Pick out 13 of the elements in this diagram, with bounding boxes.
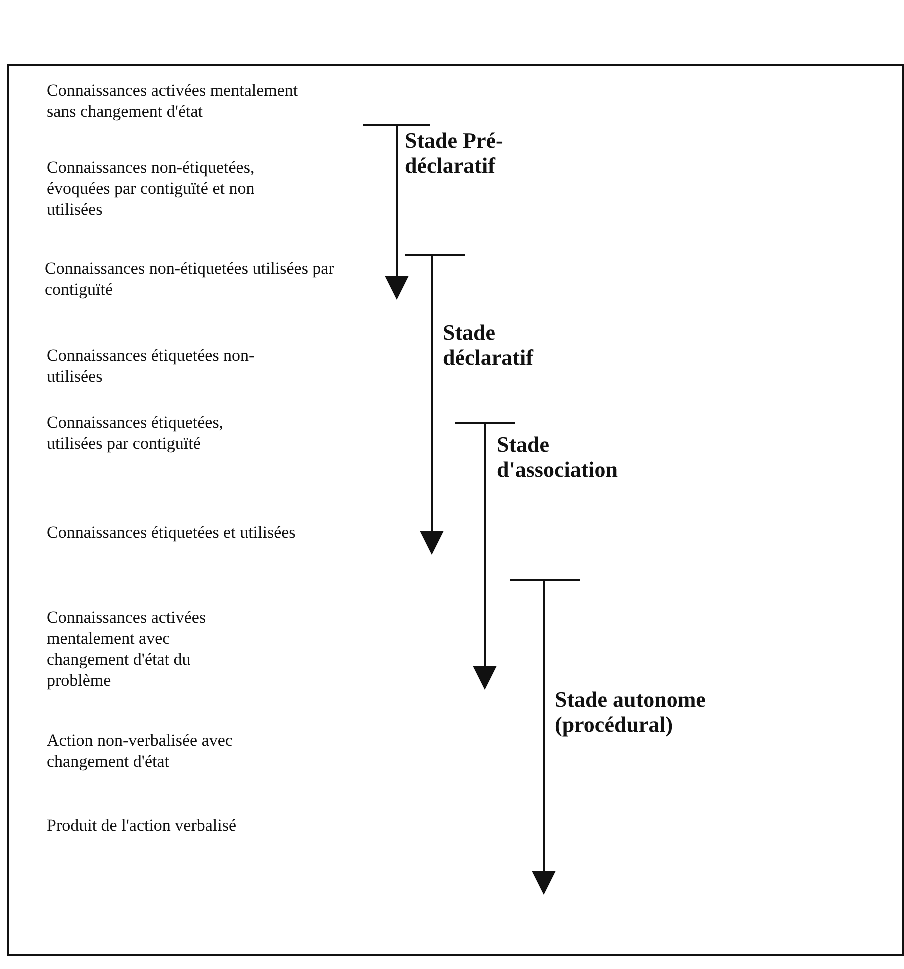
- knowledge-label: Connaissances non-étiquetées, évoquées par contiguïté et non utilisées: [47, 157, 256, 220]
- knowledge-label: Connaissances étiquetées et utilisées: [47, 522, 297, 543]
- stage-title: Stade autonome (procédural): [555, 687, 707, 737]
- knowledge-label: Produit de l'action verbalisé: [47, 815, 238, 836]
- knowledge-label: Connaissances étiquetées non-utilisées: [47, 345, 256, 387]
- stage-title: Stade déclaratif: [443, 320, 535, 370]
- knowledge-label: Connaissances étiquetées, utilisées par contiguïté: [47, 412, 225, 454]
- stage-title: Stade d'association: [497, 432, 620, 482]
- knowledge-label: Connaissances activées mentalement sans changement d'état: [47, 80, 300, 122]
- knowledge-label: Connaissances non-étiquetées utilisées par contiguïté: [45, 258, 336, 300]
- knowledge-label: Action non-verbalisée avec changement d'état: [47, 730, 234, 772]
- knowledge-label: Connaissances activées mentalement avec changement d'état du problème: [47, 607, 208, 691]
- stage-title: Stade Pré-déclaratif: [405, 128, 504, 178]
